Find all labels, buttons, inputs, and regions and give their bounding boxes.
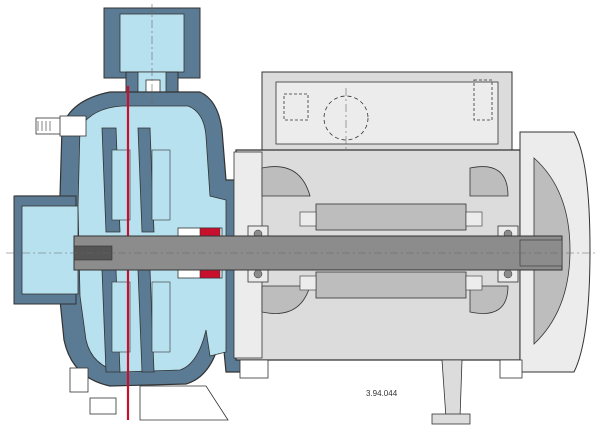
stator (299, 203, 483, 299)
side-bolt (35, 115, 87, 137)
impeller-stage-2 (137, 127, 171, 373)
impeller-stage-1 (101, 127, 131, 373)
pump-foot (139, 385, 229, 421)
terminal-box (261, 71, 513, 151)
cable-gland-icon (323, 95, 369, 141)
drawing-reference-code: 3.94.044 (366, 389, 398, 398)
motor-feet (239, 359, 523, 425)
suction-bore (21, 205, 79, 295)
pump-section (13, 7, 249, 421)
cooling-fins (261, 166, 509, 314)
suction-inlet (13, 195, 79, 305)
drain-plug (69, 367, 117, 415)
centerlines (6, 4, 596, 254)
